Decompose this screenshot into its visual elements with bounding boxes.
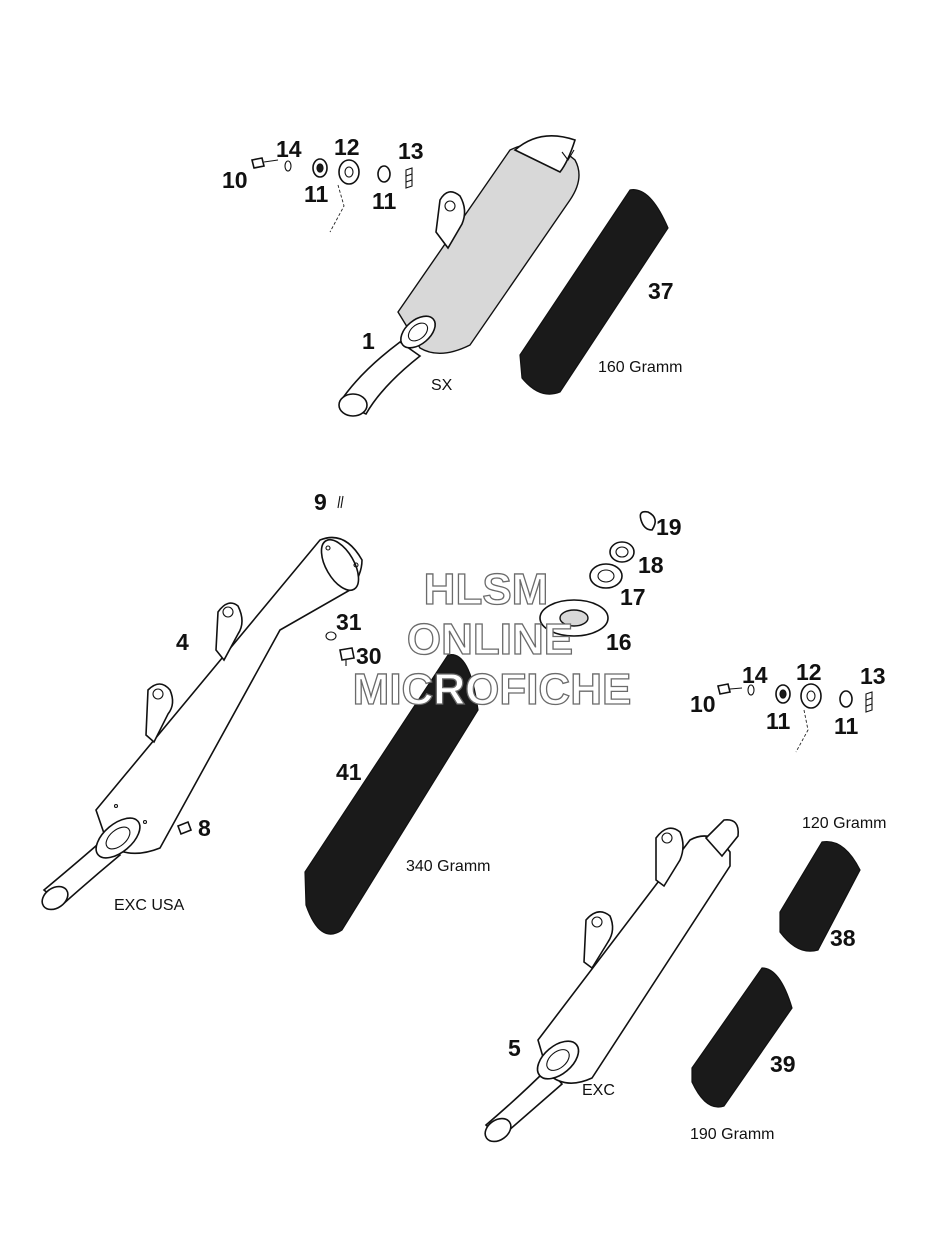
callout-8: 8	[198, 815, 211, 841]
callout-1: 1	[362, 328, 375, 354]
callout-9: 9	[314, 489, 327, 515]
callout-19: 19	[656, 514, 682, 540]
silencer-sx	[338, 134, 580, 417]
callout-14-right: 14	[742, 662, 768, 688]
callout-13-top: 13	[398, 138, 424, 164]
callout-12-right: 12	[796, 659, 822, 685]
washer-icon	[325, 631, 337, 641]
screw-30-31	[325, 631, 355, 666]
packing-41	[304, 654, 479, 935]
silencer-exc-usa	[41, 536, 363, 911]
packing-37	[519, 189, 669, 395]
mount-hardware-right	[717, 683, 873, 753]
washer-icon	[284, 160, 292, 172]
callout-11b-right: 11	[834, 713, 859, 739]
callout-14-top: 14	[276, 136, 302, 162]
rivet-icon	[337, 495, 344, 509]
callout-5: 5	[508, 1035, 521, 1061]
callout-10-top: 10	[222, 167, 248, 193]
label-sx: SX	[431, 377, 453, 394]
spring-clip-icon	[865, 691, 873, 713]
callout-11b-top: 11	[372, 188, 397, 214]
label-190-gramm: 190 Gramm	[690, 1126, 774, 1143]
bolt-icon	[339, 647, 355, 666]
packing-39	[691, 967, 793, 1108]
callout-39: 39	[770, 1051, 796, 1077]
callout-31: 31	[336, 609, 362, 635]
callout-41: 41	[336, 759, 362, 785]
bolt-icon	[251, 157, 279, 169]
callout-10-right: 10	[690, 691, 716, 717]
label-160-gramm: 160 Gramm	[598, 359, 682, 376]
mount-hardware-top	[251, 157, 413, 233]
callout-11a-right: 11	[766, 708, 791, 734]
label-340-gramm: 340 Gramm	[406, 858, 490, 875]
washer-icon	[747, 684, 755, 696]
label-exc: EXC	[582, 1082, 615, 1099]
end-cap-icon	[539, 599, 609, 637]
callout-30: 30	[356, 643, 382, 669]
bushing-icon	[800, 683, 822, 709]
silencer-exc	[484, 819, 740, 1143]
callout-11a-top: 11	[304, 181, 329, 207]
bolt-icon	[717, 683, 743, 695]
spring-clip-icon	[405, 167, 413, 189]
packing-38	[779, 840, 861, 952]
watermark-line-2: ONLINE	[407, 615, 573, 664]
label-exc-usa: EXC USA	[114, 897, 185, 914]
callout-13-right: 13	[860, 663, 886, 689]
washer-icon	[609, 541, 635, 563]
washer-icon	[839, 690, 853, 708]
callout-16: 16	[606, 629, 632, 655]
callout-12-top: 12	[334, 134, 360, 160]
rubber-grommet-icon	[775, 684, 791, 704]
bolt-icon	[176, 820, 193, 836]
callout-17: 17	[620, 584, 646, 610]
label-120-gramm: 120 Gramm	[802, 815, 886, 832]
callout-18: 18	[638, 552, 664, 578]
watermark-line-1: HLSM	[424, 565, 549, 614]
watermark: HLSM ONLINE MICROFICHE	[352, 564, 632, 714]
bushing-icon	[338, 159, 360, 185]
watermark-line-3: MICROFICHE	[353, 665, 632, 714]
rubber-grommet-icon	[589, 563, 623, 589]
circlip-icon	[639, 510, 656, 531]
end-cap-assembly	[539, 510, 656, 637]
callout-38: 38	[830, 925, 856, 951]
callout-4: 4	[176, 629, 189, 655]
washer-icon	[377, 165, 391, 183]
rubber-grommet-icon	[312, 158, 328, 178]
callout-37: 37	[648, 278, 674, 304]
